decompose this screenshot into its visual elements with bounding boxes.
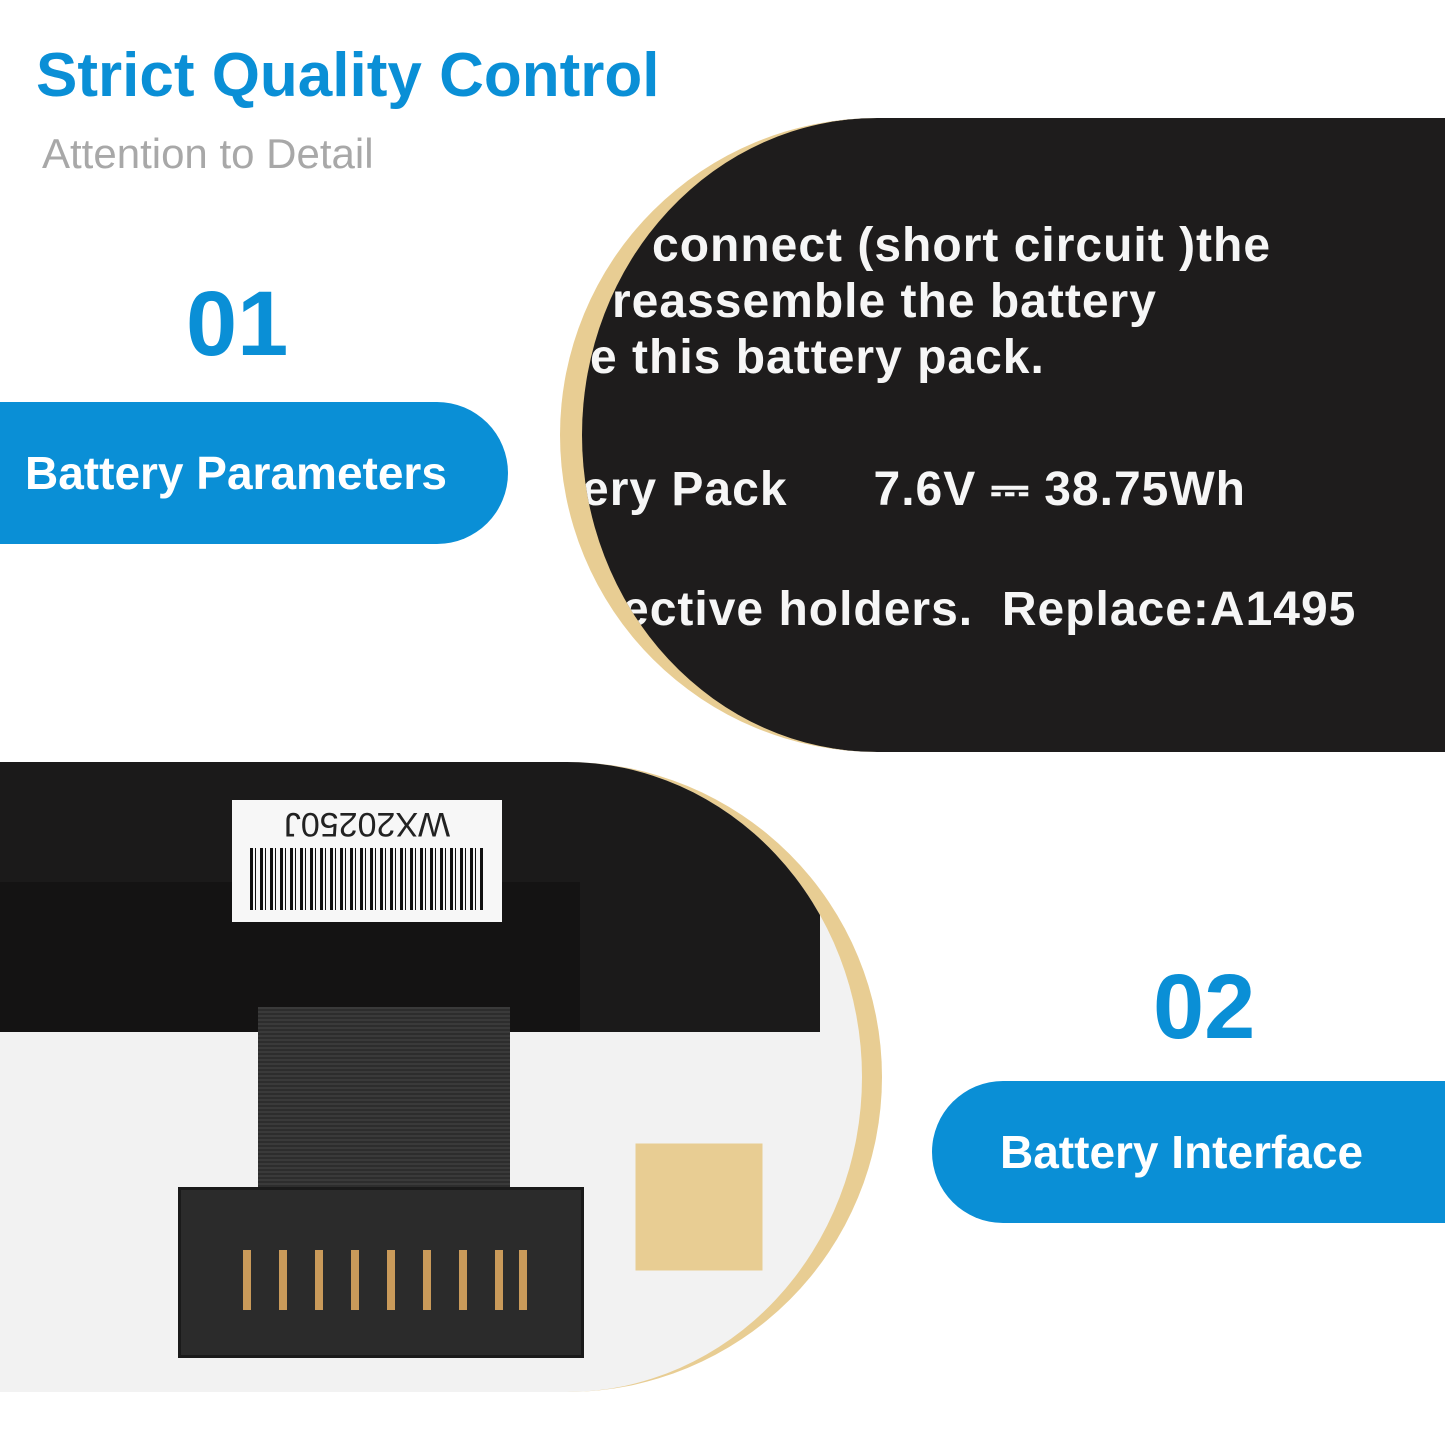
- connector: [178, 1187, 584, 1358]
- barcode-text: WX20250J: [283, 805, 451, 843]
- connector-pin: [459, 1250, 467, 1310]
- connector-pin: [423, 1250, 431, 1310]
- flex-cable: [258, 1007, 510, 1207]
- battery-parameters-badge: Battery Parameters: [0, 402, 508, 544]
- connector-pin: [243, 1250, 251, 1310]
- badge-label: Battery Interface: [1000, 1126, 1364, 1178]
- label-line: ective holders. Replace:A1495: [622, 583, 1357, 636]
- section-number-02: 02: [1153, 956, 1256, 1058]
- label-line: connect (short circuit )the: [652, 219, 1272, 272]
- connector-pin: [351, 1250, 359, 1310]
- section-number-01: 01: [186, 273, 289, 375]
- label-line: ery Pack 7.6V ⎓ 38.75Wh: [582, 463, 1246, 516]
- barcode-icon: [250, 848, 484, 910]
- label-line: e this battery pack.: [590, 331, 1045, 384]
- label-line: reassemble the battery: [612, 275, 1157, 328]
- connector-pin: [519, 1250, 527, 1310]
- battery-parameters-photo: connect (short circuit )the reassemble t…: [560, 118, 1445, 752]
- connector-pin: [495, 1250, 503, 1310]
- battery-interface-photo: WX20250J: [0, 762, 882, 1392]
- connector-pin: [279, 1250, 287, 1310]
- page-subtitle: Attention to Detail: [42, 130, 374, 177]
- connector-pin: [315, 1250, 323, 1310]
- battery-interface-badge: Battery Interface: [932, 1081, 1445, 1223]
- connector-pin: [387, 1250, 395, 1310]
- page-title: Strict Quality Control: [36, 41, 660, 110]
- badge-label: Battery Parameters: [25, 447, 447, 499]
- barcode-sticker: WX20250J: [232, 800, 502, 922]
